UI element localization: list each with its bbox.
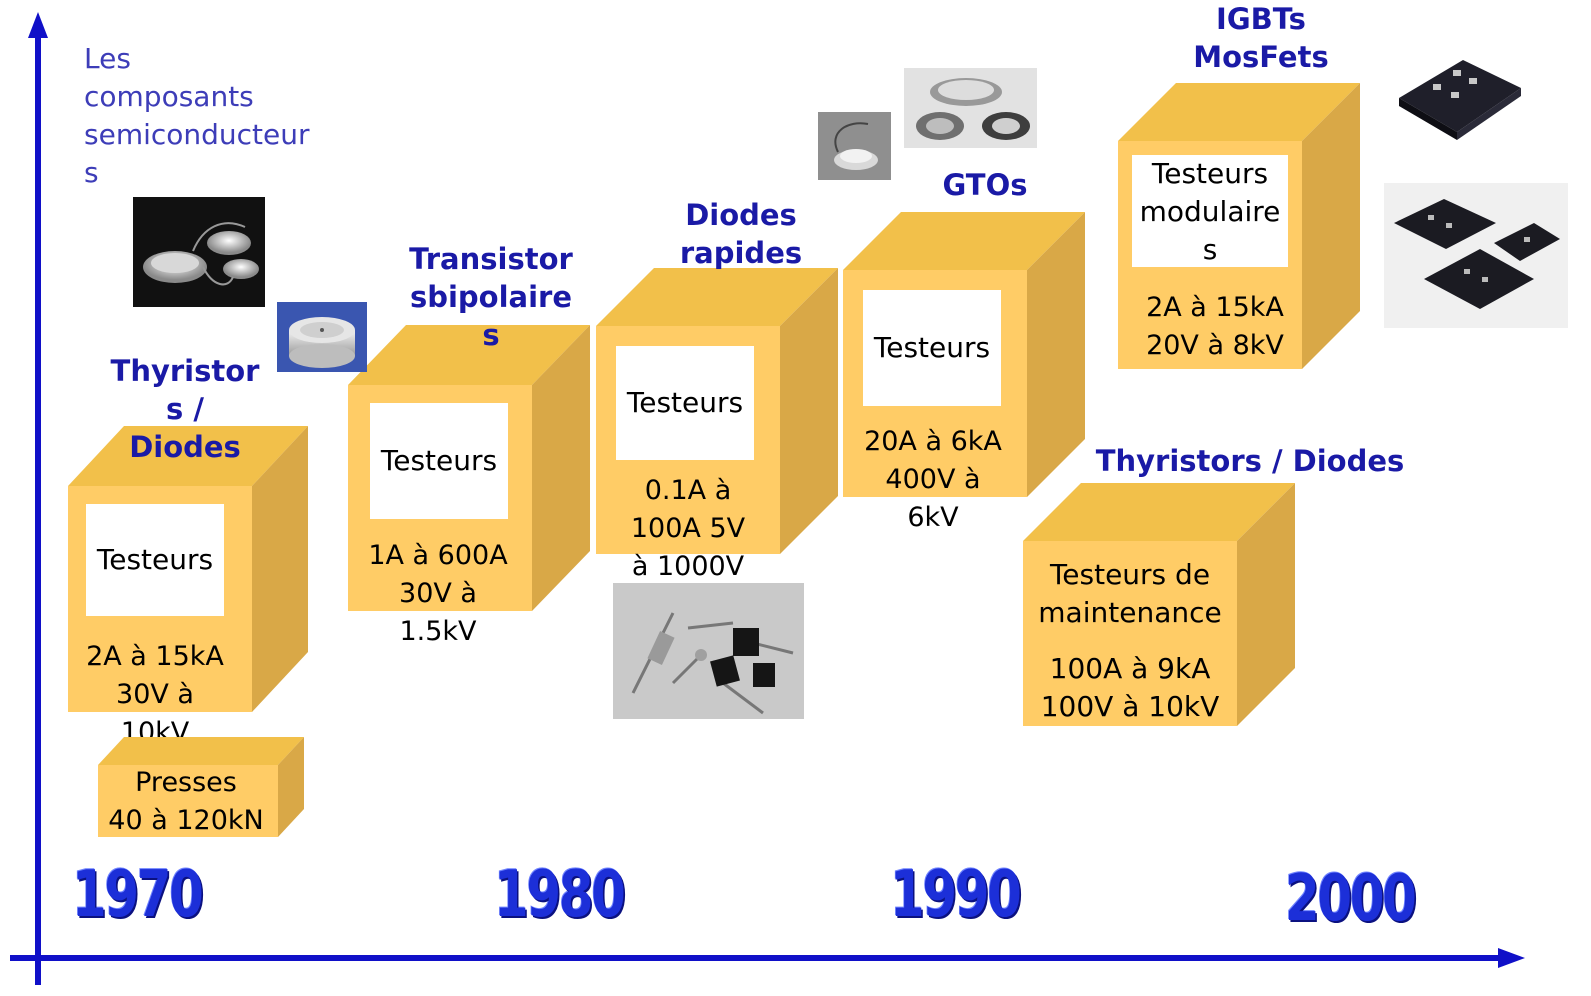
spec-presses: Presses 40 à 120kN [108, 767, 264, 836]
cube-diodes-rapides: Testeurs [596, 268, 838, 554]
igbt-module-photo [1393, 48, 1526, 144]
title-diodes-rapides: Diodes rapides [679, 198, 803, 270]
cube-gtos: Testeurs [843, 212, 1085, 497]
cube-transistors: Testeurs [348, 325, 590, 611]
spec-diodes-rapides: 0.1A à 100A 5V à 1000V [630, 475, 746, 582]
testeurs-box: Testeurs [86, 504, 224, 616]
thyristor-discs-photo [133, 197, 265, 307]
title-gtos: GTOs [942, 168, 1028, 202]
spec-maintenance: 100A à 9kA 100V à 10kV [1040, 652, 1220, 723]
title-thyristors-diodes-maintenance: Thyristors / Diodes [1095, 444, 1405, 478]
spec-transistors: 1A à 600A 30V à 1.5kV [368, 540, 508, 647]
testeurs-modulaires-box: Testeurs modulaire s [1132, 155, 1288, 267]
diagram-heading: Les composants semiconducteur s [84, 42, 310, 189]
year-2000: 2000 [1285, 862, 1417, 936]
gto-photo-small [818, 112, 891, 180]
year-1970: 1970 [72, 858, 204, 932]
testeurs-box: Testeurs [863, 290, 1001, 406]
gto-discs-photo [904, 68, 1037, 148]
press-pack-photo [277, 302, 367, 372]
title-igbts-mosfets: IGBTs MosFets [1193, 2, 1329, 74]
title-thyristors-diodes: Thyristor s / Diodes [110, 354, 260, 464]
year-1980: 1980 [494, 858, 626, 932]
cube-maintenance [1023, 483, 1295, 726]
diode-assortment-photo [613, 583, 804, 719]
spec-gtos: 20A à 6kA 400V à 6kV [864, 426, 1002, 533]
cube-presses [98, 737, 304, 837]
testeurs-box: Testeurs [370, 403, 508, 519]
cube-thyristors-1970: Testeurs [68, 426, 308, 712]
inner-maintenance: Testeurs de maintenance [1038, 558, 1222, 629]
cube-igbts: Testeurs modulaire s [1118, 83, 1360, 369]
spec-igbts: 2A à 15kA 20V à 8kV [1146, 292, 1284, 361]
title-transistors: Transistor sbipolaire s [409, 242, 573, 352]
spec-thyristors-1970: 2A à 15kA 30V à 10kV [86, 641, 224, 748]
year-1990: 1990 [890, 858, 1022, 932]
igbt-modules-photo [1384, 183, 1568, 328]
testeurs-box: Testeurs [616, 346, 754, 460]
